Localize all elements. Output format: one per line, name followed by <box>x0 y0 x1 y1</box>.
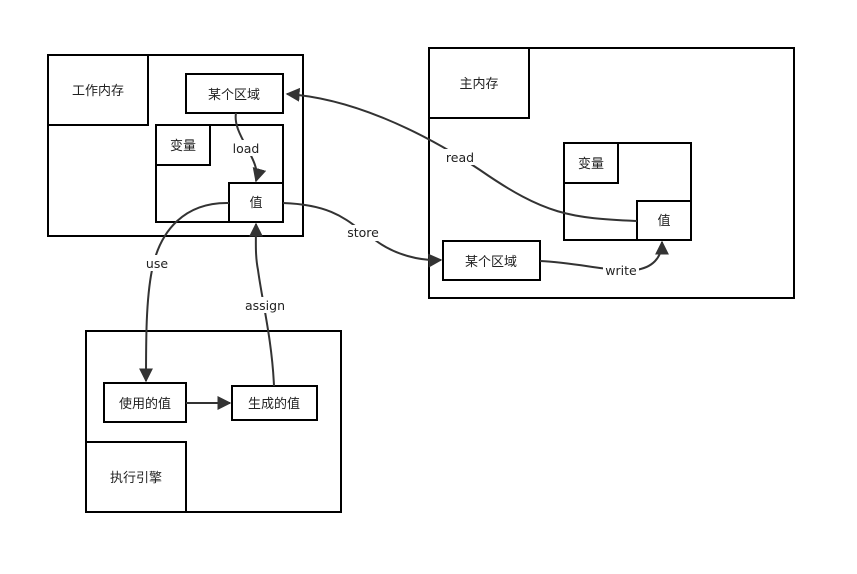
main-memory-title: 主内存 <box>459 76 498 92</box>
working-memory-region-box <box>185 73 284 114</box>
main-memory-variable-box <box>563 142 619 184</box>
used-value-label: 使用的值 <box>119 396 171 412</box>
main-memory-title-box <box>428 47 530 119</box>
main-memory-value-box <box>636 200 692 241</box>
use-label: use <box>146 256 168 271</box>
working-memory-title-box <box>47 54 149 126</box>
working-memory-variable-box <box>155 124 211 166</box>
working-memory-title: 工作内存 <box>72 83 124 99</box>
store-label-bg <box>344 225 382 241</box>
read-label: read <box>446 150 474 165</box>
main-memory-variable-label: 变量 <box>578 156 604 172</box>
store-label: store <box>347 225 379 240</box>
working-memory-region-label: 某个区域 <box>208 88 260 103</box>
load-label-bg <box>230 140 262 156</box>
write-label-bg <box>603 263 639 279</box>
assign-label-bg <box>243 297 287 313</box>
working-memory-variable-label: 变量 <box>170 138 196 154</box>
use-label-bg <box>142 255 172 271</box>
main-memory-region-box <box>442 240 541 281</box>
main-memory-region-label: 某个区域 <box>465 255 517 270</box>
execution-engine-title: 执行引擎 <box>110 471 162 486</box>
load-label: load <box>233 141 260 156</box>
generated-value-label: 生成的值 <box>248 396 300 412</box>
assign-label: assign <box>245 298 285 313</box>
working-memory-value-label: 值 <box>249 195 262 211</box>
execution-engine-container: 执行引擎 使用的值 生成的值 <box>85 330 342 513</box>
generated-value-box <box>231 385 318 421</box>
working-memory-container: 工作内存 某个区域 变量 值 <box>47 54 304 237</box>
read-label-bg <box>443 149 477 165</box>
write-label: write <box>605 263 637 278</box>
used-value-box <box>103 382 187 423</box>
main-memory-container: 主内存 变量 值 某个区域 <box>428 47 795 299</box>
read-edge <box>285 87 638 222</box>
assign-edge <box>248 222 275 387</box>
execution-engine-title-box <box>85 441 187 513</box>
main-memory-value-label: 值 <box>657 213 670 229</box>
